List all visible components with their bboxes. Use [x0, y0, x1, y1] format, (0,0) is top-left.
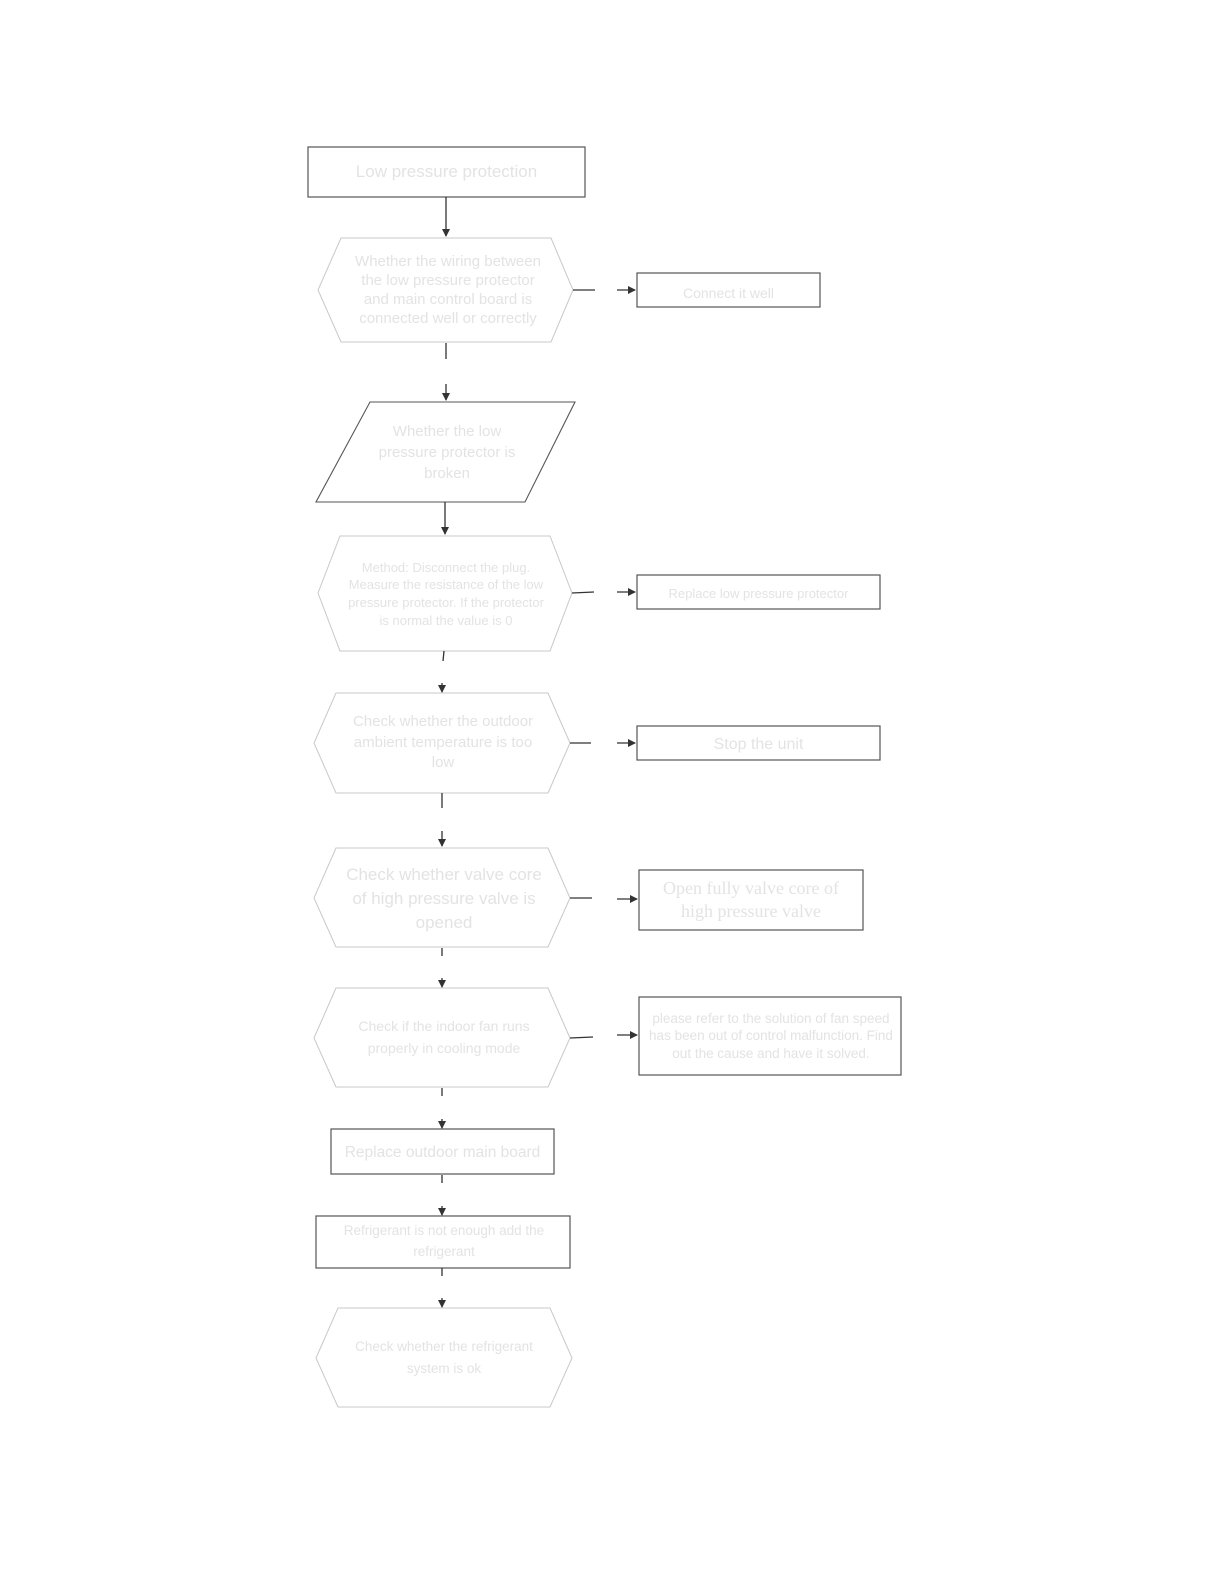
stop-unit-box [636, 725, 881, 761]
refrigerant-system-label: Check whether the refrigerant system is … [355, 1339, 533, 1376]
stop-unit-label: Stop the unit [713, 735, 804, 753]
open-valve-label: Open fully valve core of high pressure v… [663, 877, 839, 921]
connector-method-right-stub [571, 591, 595, 594]
ambient-temp-hexagon [313, 692, 571, 794]
protector-broken-parallelogram [315, 401, 576, 503]
indoor-fan-hexagon [313, 987, 571, 1088]
valve-core-hexagon [313, 847, 571, 948]
fan-solution-label: please refer to the solution of fan spee… [649, 1010, 893, 1061]
method-label: Method: Disconnect the plug. Measure the… [348, 559, 544, 628]
add-refrigerant-box [315, 1215, 571, 1269]
replace-protector-label: Replace low pressure protector [668, 585, 849, 601]
start-label: Low pressure protection [355, 161, 538, 181]
valve-core-label: Check whether valve core of high pressur… [346, 865, 542, 932]
replace-protector-box [636, 574, 881, 610]
open-valve-box [638, 869, 864, 931]
indoor-fan-label: Check if the indoor fan runs properly in… [358, 1018, 530, 1056]
protector-broken-label: Whether the low pressure protector is br… [378, 422, 516, 482]
connector-fan-right-stub [569, 1036, 594, 1039]
connect-well-label: Connect it well [682, 284, 775, 301]
method-hexagon [317, 535, 573, 652]
add-refrigerant-label: Refrigerant is not enough add the refrig… [343, 1223, 545, 1259]
connector-method-stub [442, 650, 445, 662]
ambient-temp-label: Check whether the outdoor ambient temper… [352, 712, 534, 772]
fan-solution-box [638, 996, 902, 1076]
check-wiring-hexagon [317, 237, 574, 343]
replace-main-board-box [330, 1128, 555, 1175]
replace-main-board-label: Replace outdoor main board [344, 1144, 541, 1162]
check-wiring-label: Whether the wiring between the low press… [355, 252, 541, 328]
connect-well-box [636, 272, 821, 308]
refrigerant-system-hexagon [315, 1307, 573, 1408]
